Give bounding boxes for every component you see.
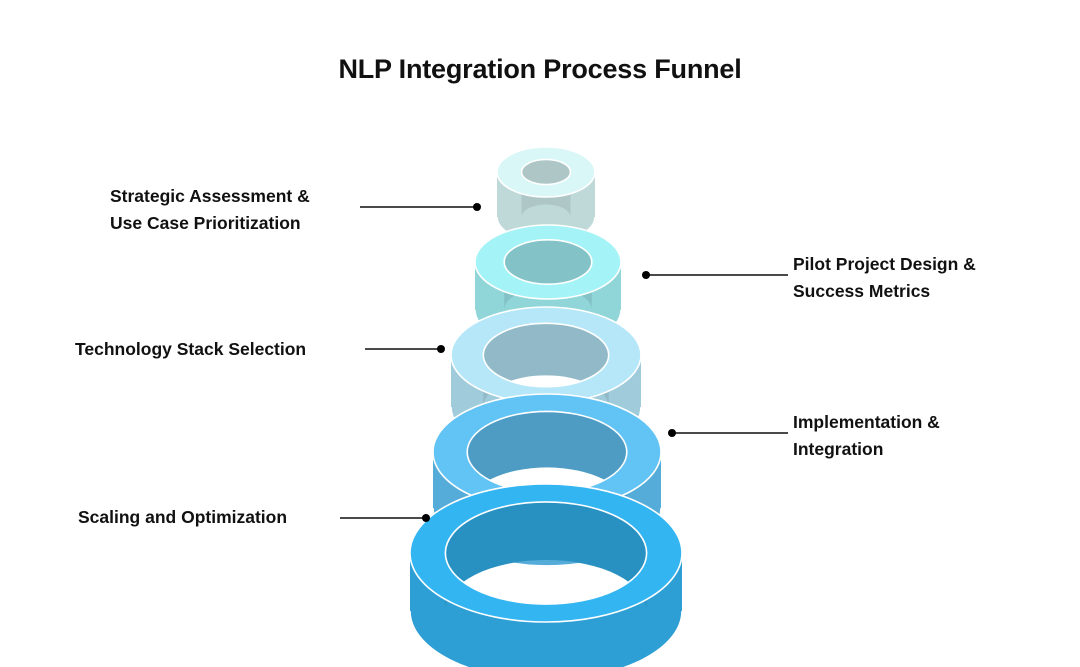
- funnel-stage-label-5: Scaling and Optimization: [78, 507, 288, 527]
- funnel-stage-label-4: Implementation & Integration: [793, 412, 940, 459]
- funnel-connector-1: [360, 201, 485, 212]
- funnel-connector-4: [668, 427, 788, 438]
- connector-dot: [437, 344, 445, 353]
- connector-dot: [473, 202, 481, 211]
- funnel-ring-1: [496, 146, 596, 243]
- page-title: NLP Integration Process Funnel: [338, 54, 742, 84]
- funnel-ring-2: [474, 224, 622, 348]
- funnel-connector-3: [365, 343, 450, 354]
- funnel-ring-3: [450, 306, 642, 456]
- funnel-stage-label-2: Pilot Project Design & Success Metrics: [793, 254, 976, 301]
- funnel-ring-5: [409, 483, 683, 667]
- connector-line: [674, 432, 788, 434]
- connector-dot: [668, 428, 676, 437]
- connector-line: [340, 517, 426, 519]
- connector-line: [365, 348, 441, 350]
- funnel-stage-label-1: Strategic Assessment & Use Case Prioriti…: [110, 186, 310, 233]
- connector-dot: [642, 270, 650, 279]
- funnel-connector-2: [642, 269, 788, 280]
- connector-line: [360, 206, 477, 208]
- funnel-ring-4: [432, 393, 662, 567]
- connector-dot: [422, 513, 430, 522]
- funnel-stage-label-3: Technology Stack Selection: [75, 339, 307, 359]
- funnel-connector-5: [340, 512, 435, 523]
- connector-line: [648, 274, 788, 276]
